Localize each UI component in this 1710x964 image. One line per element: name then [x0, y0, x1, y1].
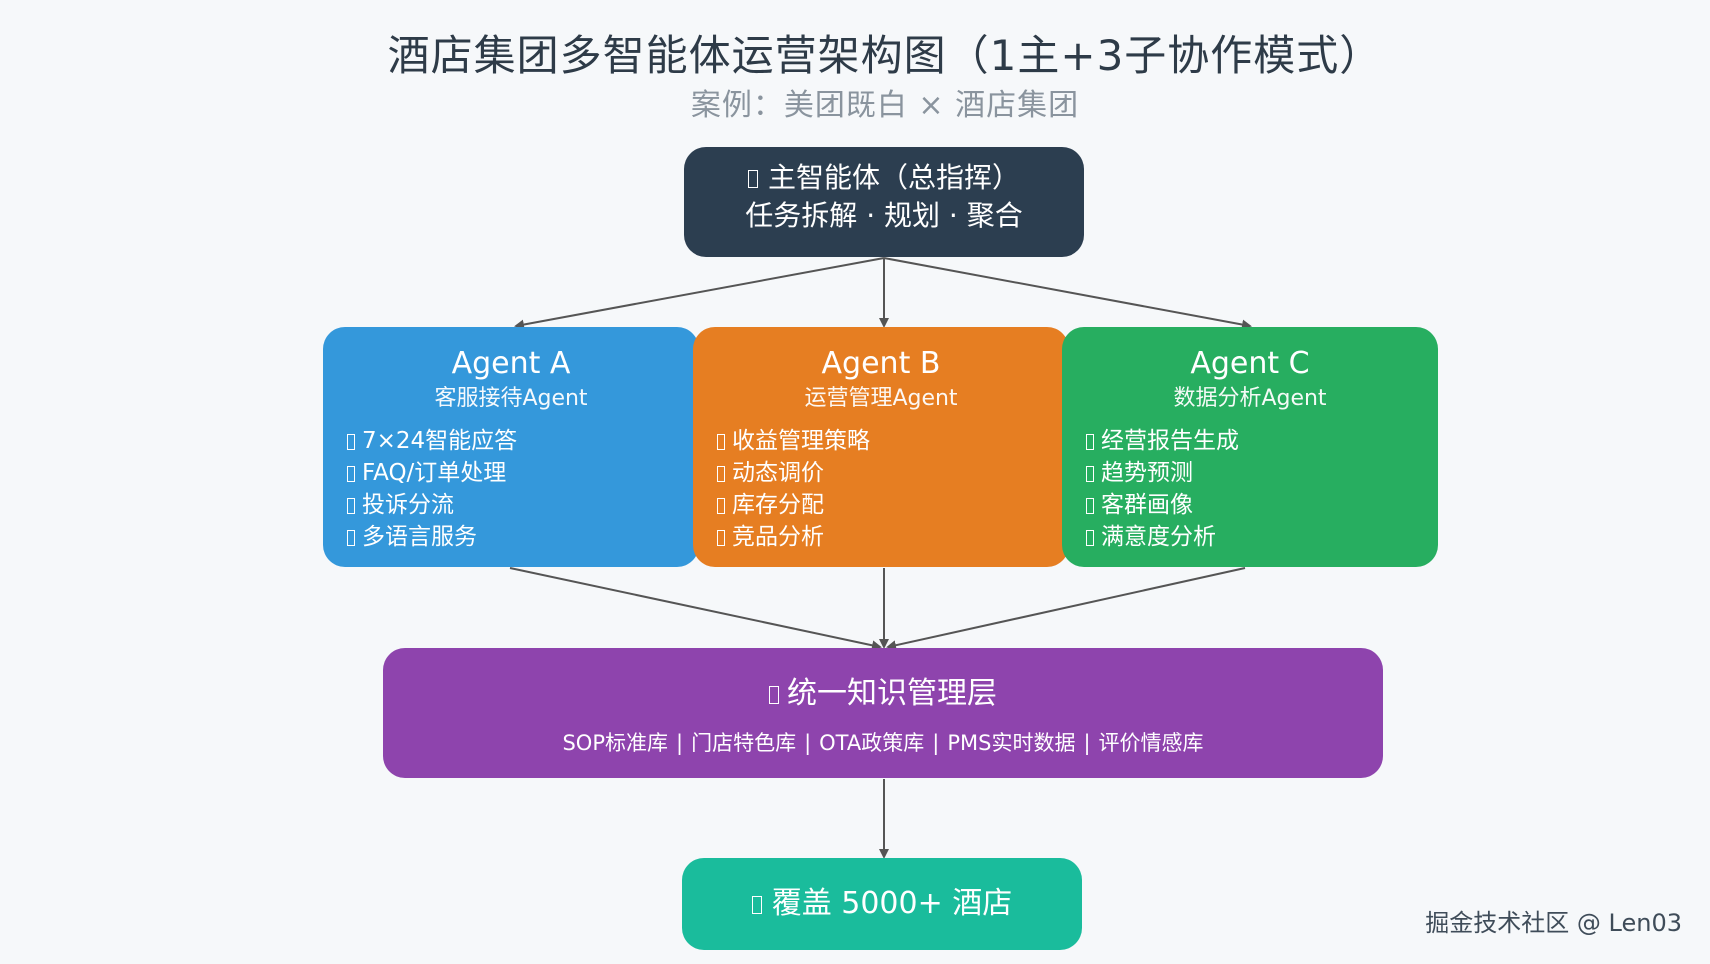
agent-b-capabilities: 收益管理策略 动态调价 库存分配 竞品分析	[717, 425, 1069, 553]
agent-a-name: Agent A	[451, 346, 571, 381]
knowledge-layer-box: 统一知识管理层 SOP标准库 | 门店特色库 | OTA政策库 | PMS实时数据 | 评价情感…	[383, 648, 1383, 778]
list-item: 投诉分流	[347, 489, 699, 521]
knowledge-item: SOP标准库	[562, 731, 668, 755]
unrendered-glyph-icon	[1086, 465, 1094, 482]
list-item: 库存分配	[717, 489, 1069, 521]
unrendered-glyph-icon	[1086, 433, 1094, 450]
knowledge-item: PMS实时数据	[947, 731, 1076, 755]
agent-b-name: Agent B	[821, 346, 941, 381]
list-item: FAQ/订单处理	[347, 457, 699, 489]
diagram-title: 酒店集团多智能体运营架构图（1主+3子协作模式）	[387, 31, 1383, 80]
separator: |	[932, 731, 940, 755]
separator: |	[804, 731, 812, 755]
knowledge-item: 门店特色库	[691, 731, 797, 755]
agent-b-box: Agent B 运营管理Agent 收益管理策略 动态调价 库存分配 竞品分析	[693, 327, 1069, 567]
agent-a-box: Agent A 客服接待Agent 7×24智能应答 FAQ/订单处理 投诉分流…	[323, 327, 699, 567]
diagram-subtitle: 案例：美团既白 × 酒店集团	[690, 88, 1080, 123]
unrendered-glyph-icon	[747, 170, 758, 188]
list-item: 客群画像	[1086, 489, 1438, 521]
knowledge-item: OTA政策库	[819, 731, 925, 755]
agent-a-role: 客服接待Agent	[434, 386, 588, 411]
list-item: 经营报告生成	[1086, 425, 1438, 457]
agent-b-role: 运营管理Agent	[804, 386, 958, 411]
master-agent-box: 主智能体（总指挥） 任务拆解 · 规划 · 聚合	[684, 147, 1084, 257]
unrendered-glyph-icon	[1086, 529, 1094, 546]
separator: |	[1083, 731, 1091, 755]
list-item: 7×24智能应答	[347, 425, 699, 457]
list-item: 收益管理策略	[717, 425, 1069, 457]
arrow-master-to-agent-a	[514, 257, 885, 330]
unrendered-glyph-icon	[347, 433, 355, 450]
arrow-master-to-agent-c	[883, 257, 1252, 330]
agent-c-box: Agent C 数据分析Agent 经营报告生成 趋势预测 客群画像 满意度分析	[1062, 327, 1438, 567]
unrendered-glyph-icon	[717, 529, 725, 546]
unrendered-glyph-icon	[769, 685, 779, 704]
watermark: 掘金技术社区 @ Len03	[1425, 909, 1682, 937]
knowledge-layer-items: SOP标准库 | 门店特色库 | OTA政策库 | PMS实时数据 | 评价情感库	[383, 728, 1383, 758]
unrendered-glyph-icon	[347, 529, 355, 546]
list-item: 动态调价	[717, 457, 1069, 489]
agent-c-role: 数据分析Agent	[1173, 386, 1327, 411]
unrendered-glyph-icon	[717, 433, 725, 450]
arrow-agent-a-to-knowledge	[509, 567, 882, 651]
list-item: 满意度分析	[1086, 521, 1438, 553]
unrendered-glyph-icon	[347, 465, 355, 482]
master-agent-title: 主智能体（总指挥）	[767, 161, 1020, 194]
list-item: 竞品分析	[717, 521, 1069, 553]
coverage-label: 覆盖 5000+ 酒店	[771, 886, 1013, 921]
master-agent-tasks: 任务拆解 · 规划 · 聚合	[745, 199, 1023, 232]
unrendered-glyph-icon	[347, 497, 355, 514]
separator: |	[676, 731, 684, 755]
unrendered-glyph-icon	[1086, 497, 1094, 514]
list-item: 多语言服务	[347, 521, 699, 553]
arrow-agent-c-to-knowledge	[886, 567, 1246, 651]
agent-c-name: Agent C	[1190, 346, 1310, 381]
coverage-box: 覆盖 5000+ 酒店	[682, 858, 1082, 950]
list-item: 趋势预测	[1086, 457, 1438, 489]
unrendered-glyph-icon	[751, 895, 762, 914]
unrendered-glyph-icon	[717, 465, 725, 482]
agent-c-capabilities: 经营报告生成 趋势预测 客群画像 满意度分析	[1086, 425, 1438, 553]
knowledge-item: 评价情感库	[1098, 731, 1204, 755]
unrendered-glyph-icon	[717, 497, 725, 514]
knowledge-layer-title: 统一知识管理层	[787, 676, 997, 711]
agent-a-capabilities: 7×24智能应答 FAQ/订单处理 投诉分流 多语言服务	[347, 425, 699, 553]
